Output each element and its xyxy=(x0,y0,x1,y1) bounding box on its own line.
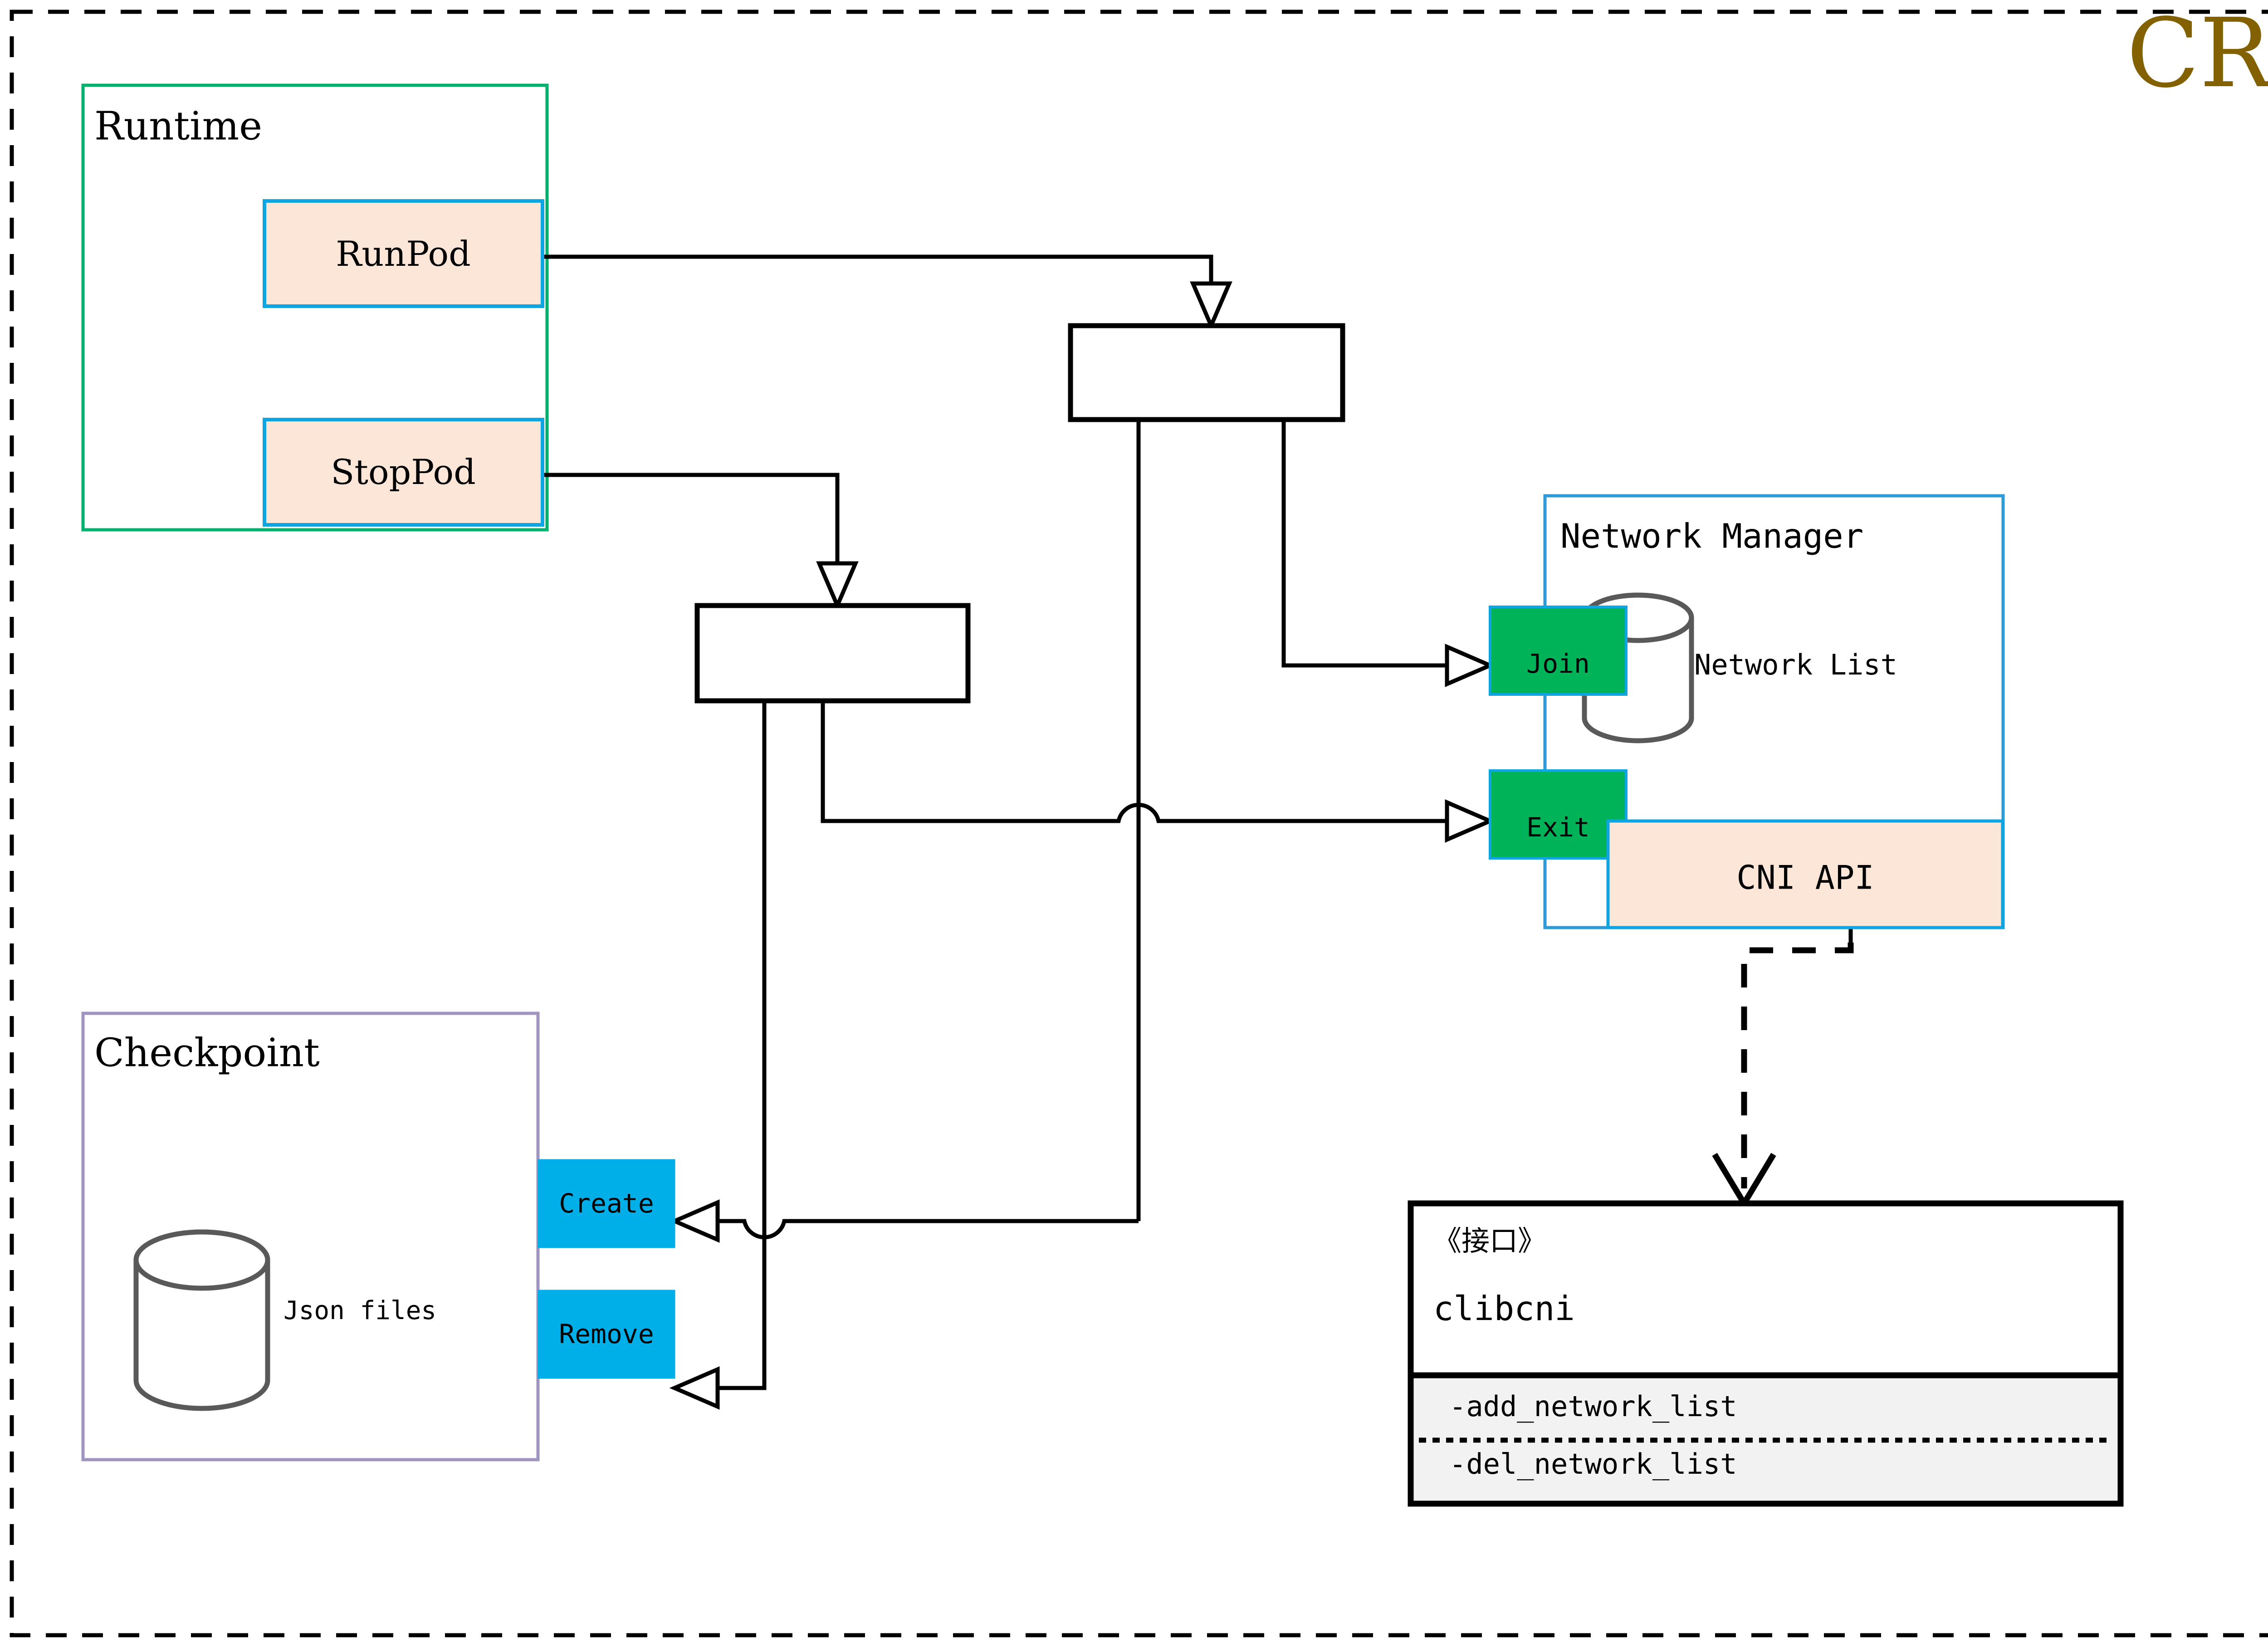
arrowhead-stoppod-to-lower-junction xyxy=(816,561,859,611)
stoppod-box[interactable]: StopPod xyxy=(263,418,544,527)
clibcni-interface-box[interactable]: 《接口》 clibcni -add_network_list -del_netw… xyxy=(1408,1200,2124,1507)
edge-stoppod-to-lower-junction xyxy=(543,473,840,577)
remove-box[interactable]: Remove xyxy=(538,1290,675,1379)
json-files-cylinder-database-icon xyxy=(133,1229,270,1411)
page-title: CRI xyxy=(2126,0,2268,109)
stoppod-label: StopPod xyxy=(331,452,475,492)
join-port-box[interactable]: Join xyxy=(1489,606,1628,696)
join-label: Join xyxy=(1526,648,1590,679)
arrowhead-exit xyxy=(1445,799,1496,843)
network-list-label: Network List xyxy=(1694,648,1897,681)
create-label: Create xyxy=(559,1188,654,1219)
junction-box-top xyxy=(1068,323,1345,422)
json-files-label: Json files xyxy=(284,1296,436,1325)
create-box[interactable]: Create xyxy=(538,1159,675,1248)
exit-port-box[interactable]: Exit xyxy=(1489,769,1628,860)
runpod-label: RunPod xyxy=(336,234,471,274)
remove-label: Remove xyxy=(559,1319,654,1349)
junction-box-lower xyxy=(694,603,971,704)
clibcni-method-1: -del_network_list xyxy=(1449,1447,1737,1481)
arrowhead-create xyxy=(669,1199,720,1243)
cni-api-box[interactable]: CNI API xyxy=(1606,819,2004,929)
arrowhead-join xyxy=(1445,644,1496,687)
runtime-group-title: Runtime xyxy=(94,104,262,149)
edge-runpod-to-top-junction xyxy=(543,254,1213,297)
clibcni-method-0: -add_network_list xyxy=(1449,1390,1737,1423)
edge-lower-junction-to-exit xyxy=(821,701,1461,823)
cni-api-label: CNI API xyxy=(1736,859,1874,897)
network-manager-group-title: Network Manager xyxy=(1560,517,1863,556)
checkpoint-group-title: Checkpoint xyxy=(94,1031,320,1076)
exit-label: Exit xyxy=(1526,812,1590,843)
clibcni-stereotype: 《接口》 xyxy=(1433,1224,1546,1257)
edge-to-remove xyxy=(704,701,767,1390)
arrowhead-remove xyxy=(669,1366,720,1410)
edge-to-create xyxy=(704,1219,1139,1240)
runpod-box[interactable]: RunPod xyxy=(263,199,544,308)
clibcni-name: clibcni xyxy=(1433,1290,1575,1329)
outer-frame xyxy=(10,10,2268,1637)
edge-cniapi-to-clibcni xyxy=(1741,943,1854,1188)
edge-top-junction-to-join xyxy=(1281,420,1461,668)
arrowhead-runpod-to-top-junction xyxy=(1190,281,1232,331)
